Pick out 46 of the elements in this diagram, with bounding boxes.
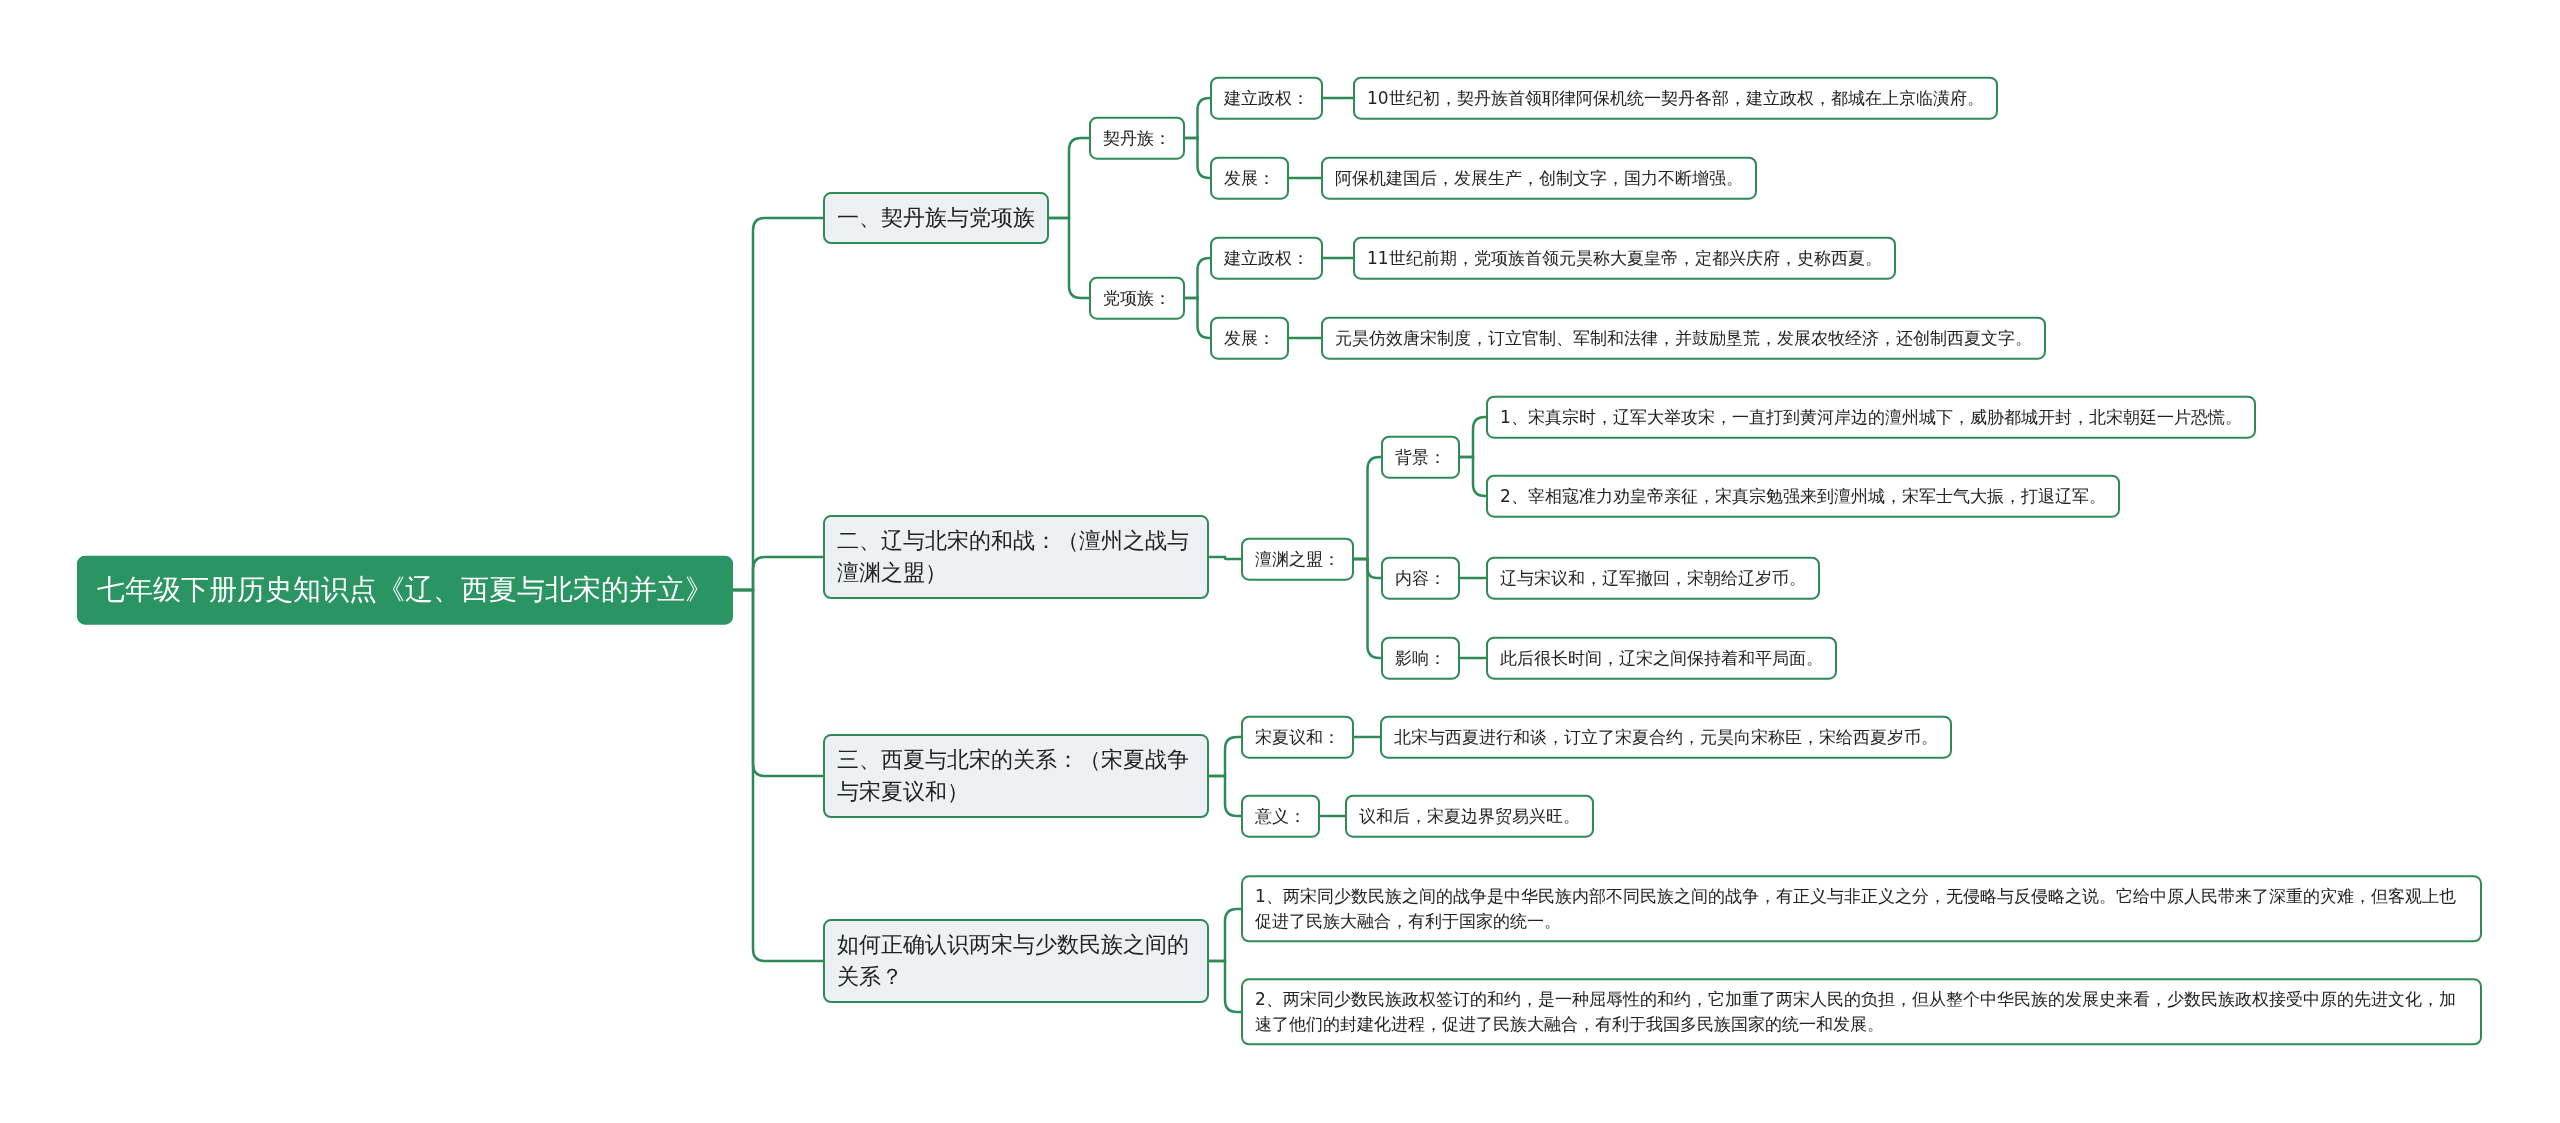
connector-line: [1209, 959, 1241, 1014]
topic-box: 如何正确认识两宋与少数民族之间的关系？: [823, 919, 1209, 1003]
connector-line: [1323, 256, 1353, 260]
subtopic-box: 影响：: [1381, 636, 1460, 680]
subtopic-box: 党项族：: [1089, 276, 1185, 320]
connector-line: [1049, 216, 1089, 300]
subtopic-box: 契丹族：: [1089, 116, 1185, 160]
subtopic-box: 元昊仿效唐宋制度，订立官制、军制和法律，并鼓励垦荒，发展农牧经济，还创制西夏文字。: [1321, 316, 2046, 360]
subtopic-box: 议和后，宋夏边界贸易兴旺。: [1345, 794, 1594, 838]
connector-line: [733, 588, 823, 963]
subtopic-box: 发展：: [1210, 156, 1289, 200]
subtopic-box: 2、两宋同少数民族政权签订的和约，是一种屈辱性的和约，它加重了两宋人民的负担，但从整个中华民族的发展史来看，少数民族政权接受中原的先进文化，加速了他们的封建化进程，促进了民族大融合，有利于我国多民族国家的统一和发展。: [1241, 978, 2482, 1046]
connector-line: [1460, 455, 1487, 498]
subtopic-box: 11世纪前期，党项族首领元昊称大夏皇帝，定都兴庆府，史称西夏。: [1353, 236, 1896, 280]
connector-line: [1289, 176, 1321, 180]
topic-box: 一、契丹族与党项族: [823, 192, 1049, 244]
subtopic-box: 此后很长时间，辽宋之间保持着和平局面。: [1486, 636, 1837, 680]
connector-line: [1289, 336, 1321, 340]
subtopic-box: 宋夏议和：: [1241, 715, 1354, 759]
subtopic-box: 辽与宋议和，辽军撤回，宋朝给辽岁币。: [1486, 556, 1820, 600]
subtopic-box: 建立政权：: [1210, 76, 1323, 120]
subtopic-box: 意义：: [1241, 794, 1320, 838]
topic-box: 三、西夏与北宋的关系：（宋夏战争与宋夏议和）: [823, 734, 1209, 818]
subtopic-box: 内容：: [1381, 556, 1460, 600]
subtopic-box: 建立政权：: [1210, 236, 1323, 280]
subtopic-box: 2、宰相寇准力劝皇帝亲征，宋真宗勉强来到澶州城，宋军士气大振，打退辽军。: [1486, 474, 2120, 518]
subtopic-box: 1、宋真宗时，辽军大举攻宋，一直打到黄河岸边的澶州城下，威胁都城开封，北宋朝廷一片恐慌。: [1486, 395, 2256, 439]
subtopic-box: 背景：: [1381, 435, 1460, 479]
connector-line: [1323, 96, 1353, 100]
subtopic-box: 阿保机建国后，发展生产，创制文字，国力不断增强。: [1321, 156, 1757, 200]
subtopic-box: 澶渊之盟：: [1241, 537, 1354, 581]
connector-line: [1185, 296, 1211, 340]
subtopic-box: 北宋与西夏进行和谈，订立了宋夏合约，元昊向宋称臣，宋给西夏岁币。: [1380, 715, 1952, 759]
topic-box: 二、辽与北宋的和战：（澶州之战与澶渊之盟）: [823, 515, 1209, 599]
subtopic-box: 发展：: [1210, 316, 1289, 360]
connector-line: [1354, 735, 1380, 739]
subtopic-box: 1、两宋同少数民族之间的战争是中华民族内部不同民族之间的战争，有正义与非正义之分，无侵略与反侵略之说。它给中原人民带来了深重的灾难，但客观上也促进了民族大融合，有利于国家的统一。: [1241, 875, 2482, 943]
central-topic: 七年级下册历史知识点《辽、西夏与北宋的并立》: [77, 555, 733, 625]
connector-line: [1209, 774, 1241, 818]
connector-line: [1460, 656, 1486, 660]
connector-line: [1185, 136, 1211, 180]
connector-line: [1460, 576, 1486, 580]
connector-line: [1209, 555, 1241, 561]
subtopic-box: 10世纪初，契丹族首领耶律阿保机统一契丹各部，建立政权，都城在上京临潢府。: [1353, 76, 1998, 120]
connector-line: [1354, 557, 1382, 660]
connector-line: [1320, 814, 1345, 818]
